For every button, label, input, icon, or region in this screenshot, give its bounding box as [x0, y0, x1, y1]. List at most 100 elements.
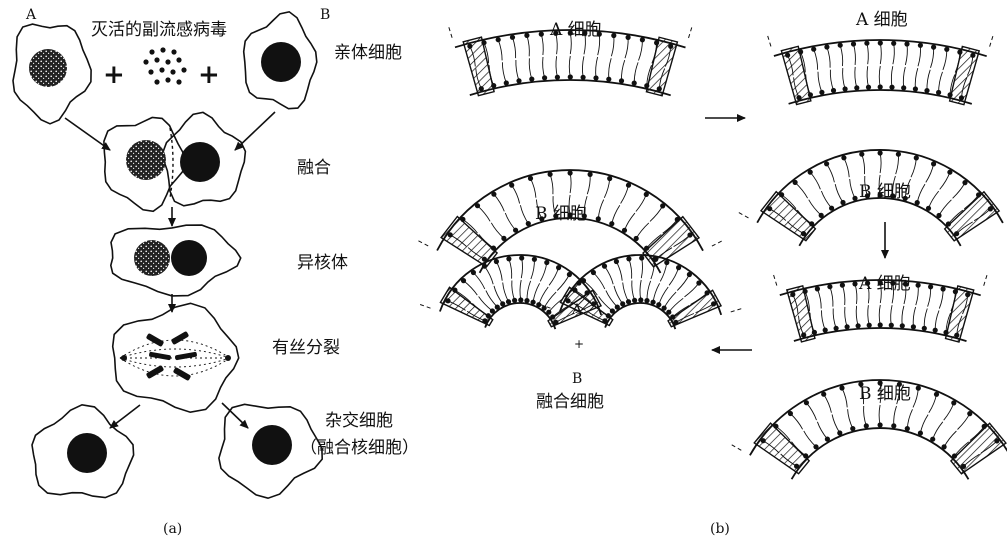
membrane-protein-hatched — [945, 192, 999, 241]
lipid-head — [824, 161, 829, 166]
lipid-tail — [529, 58, 532, 79]
lipid-tail — [641, 258, 642, 278]
lipid-tail — [880, 153, 881, 173]
lipid-tail — [485, 266, 494, 284]
virus-particle — [181, 67, 186, 72]
label-fused-cell: 融合细胞 — [536, 394, 604, 411]
lipid-tail — [569, 56, 570, 77]
membrane-extension-dash — [689, 26, 693, 37]
lipid-tail — [531, 259, 535, 279]
lipid-tail — [498, 40, 502, 61]
chromosome — [171, 331, 190, 345]
lipid-tail — [903, 67, 905, 88]
lipid-tail — [804, 431, 816, 447]
lipid-tail — [593, 273, 604, 290]
hybrid-nucleus-right — [252, 425, 292, 465]
lipid-tail — [521, 258, 522, 278]
lipid-tail — [939, 289, 943, 309]
lipid-tail — [478, 206, 491, 222]
membrane-extension-dash — [773, 274, 777, 285]
lipid-tail — [880, 43, 881, 64]
lipid-tail — [926, 164, 934, 183]
lipid-head — [967, 411, 972, 416]
lipid-tail — [864, 406, 867, 426]
lipid-tail — [939, 200, 951, 216]
lipid-tail — [621, 185, 629, 203]
lipid-tail — [640, 280, 641, 300]
membrane-protein-hatched — [951, 423, 1006, 474]
virus-particle — [165, 77, 170, 82]
label-b-a-cell-2: A 细胞 — [856, 12, 908, 29]
lipid-tail — [891, 305, 892, 325]
lipid-tail — [543, 57, 545, 78]
lipid-head — [660, 203, 665, 208]
lipid-tail — [806, 403, 816, 420]
cell-b-nucleus-solid — [261, 42, 301, 82]
arrow-to-hybrid-left — [110, 405, 140, 428]
lipid-tail — [844, 158, 849, 177]
lipid-tail — [924, 309, 927, 329]
lipid-tail — [917, 184, 925, 203]
lipid-tail — [550, 174, 553, 194]
virus-particle — [159, 67, 164, 72]
label-b-a-small: A — [572, 303, 582, 317]
caption-b: (b) — [710, 522, 730, 536]
lipid-tail — [582, 56, 583, 77]
lipid-tail — [494, 194, 504, 211]
virus-particle — [170, 69, 175, 74]
label-b-plus: + — [574, 338, 584, 350]
virus-particle — [165, 59, 170, 64]
lipid-tail — [464, 281, 478, 296]
lipid-tail — [855, 284, 857, 304]
lipid-tail — [505, 213, 515, 230]
virus-particle — [176, 79, 181, 84]
lipid-tail — [790, 414, 802, 430]
lipid-tail — [527, 35, 529, 56]
lipid-tail — [848, 409, 853, 428]
lipid-tail — [867, 43, 868, 64]
arrow-b-to-fusion — [235, 112, 275, 150]
lipid-tail — [843, 68, 845, 89]
lipid-tail — [855, 67, 857, 88]
lipid-tail — [625, 37, 628, 58]
lipid-tail — [512, 185, 520, 203]
membrane-extension-dash — [738, 212, 749, 218]
membrane-protein-hatched — [668, 290, 721, 326]
lipid-tail — [824, 394, 832, 413]
lipid-tail — [629, 259, 632, 279]
lipid-head — [837, 430, 842, 435]
membrane-inner-line — [792, 428, 969, 479]
virus-particle — [149, 49, 154, 54]
membrane-inner-line — [794, 328, 967, 341]
membrane-protein-hatched — [440, 287, 492, 325]
membrane-inner-line — [789, 90, 972, 104]
membrane-protein-hatched — [781, 46, 810, 104]
lipid-tail — [795, 182, 808, 198]
lipid-tail — [814, 49, 818, 70]
heterokaryon-nucleus-speckled — [134, 240, 170, 276]
lipid-tail — [832, 415, 840, 434]
lipid-tail — [605, 266, 614, 284]
lipid-tail — [827, 47, 830, 68]
lipid-tail — [513, 37, 516, 58]
lipid-tail — [850, 179, 855, 198]
label-b-a-cell-1: A 细胞 — [550, 22, 602, 39]
lipid-tail — [958, 414, 970, 430]
membrane-inner-line — [799, 198, 960, 246]
lipid-tail — [913, 388, 918, 407]
lipid-tail — [809, 200, 822, 216]
label-parent-cells: 亲体细胞 — [334, 45, 402, 62]
lipid-tail — [612, 205, 620, 223]
lipid-tail — [587, 174, 590, 194]
lipid-head — [509, 183, 514, 188]
lipid-tail — [856, 306, 858, 326]
lipid-tail — [943, 49, 947, 70]
lipid-tail — [570, 173, 571, 193]
lipid-tail — [929, 191, 939, 208]
membrane-protein-hatched — [643, 217, 699, 267]
lipid-tail — [862, 154, 865, 174]
lipid-tail — [677, 275, 689, 291]
lipid-tail — [944, 431, 956, 447]
plus-sign-right: + — [198, 62, 220, 88]
virus-particle — [171, 49, 176, 54]
